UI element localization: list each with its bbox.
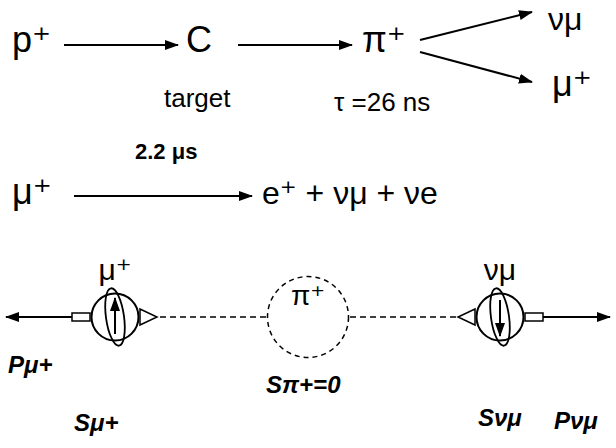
particle-name: π⁺	[291, 281, 325, 312]
momentum-label: Pμ+	[8, 352, 53, 378]
momentum-label: Pνμ	[554, 408, 598, 434]
lifetime-label: 2.2 μs	[135, 140, 197, 164]
circle-outline	[90, 292, 140, 342]
spin-label: Sπ+=0	[266, 372, 340, 398]
spin-arrow	[499, 300, 501, 336]
momentum-arrow	[543, 316, 610, 318]
particle-symbol: π⁺	[362, 20, 406, 60]
spin-arrow	[114, 298, 116, 334]
decay-arrow	[420, 12, 532, 40]
spin-label: Sμ+	[74, 410, 119, 436]
momentum-stub	[72, 313, 90, 321]
particle-symbol: νμ	[548, 2, 582, 37]
spin-direction-head	[140, 309, 157, 325]
spin-direction-head	[458, 309, 475, 325]
particle-circle: π⁺	[266, 275, 350, 359]
dashed-connector	[140, 316, 266, 318]
particle-circle: μ⁺	[90, 292, 140, 342]
spin-label: Sνμ	[478, 405, 522, 431]
reaction-arrow	[64, 44, 178, 46]
momentum-stub	[525, 313, 543, 321]
particle-circle: νμ	[475, 292, 525, 342]
momentum-arrow	[6, 316, 72, 318]
particle-name: μ⁺	[98, 253, 131, 286]
target-label: target	[164, 84, 231, 113]
target-symbol: C	[186, 20, 212, 60]
particle-name: νμ	[484, 253, 516, 286]
circle-outline	[475, 292, 525, 342]
reaction-arrow	[238, 44, 352, 46]
particle-symbol: μ⁺	[552, 64, 592, 104]
decay-arrow	[420, 52, 532, 82]
decay-products: e⁺ + νμ + νe	[262, 176, 438, 211]
lifetime-label: τ =26 ns	[334, 88, 430, 117]
decay-arrow	[74, 195, 252, 197]
particle-symbol: p⁺	[12, 20, 51, 60]
particle-symbol: μ⁺	[12, 172, 52, 212]
